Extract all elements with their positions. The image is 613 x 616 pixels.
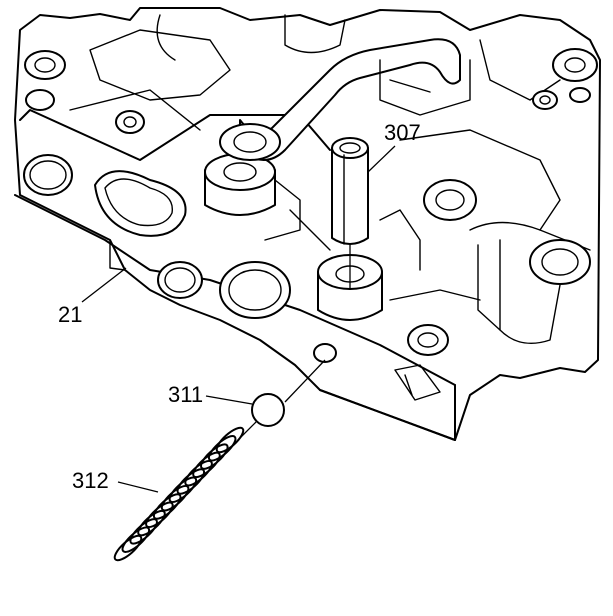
spring-coil xyxy=(113,534,143,562)
sleeve-pin xyxy=(331,137,369,290)
spring-coil xyxy=(176,468,206,495)
callout-label-307: 307 xyxy=(384,120,421,145)
spring-coil xyxy=(121,526,151,553)
check-ball xyxy=(237,359,326,441)
spring-coil xyxy=(207,435,237,462)
spring-coil xyxy=(129,518,158,545)
valve-body xyxy=(14,7,601,441)
spring-coil xyxy=(137,509,166,537)
callout-312: 312 xyxy=(72,468,159,493)
callout-311: 311 xyxy=(168,382,253,407)
spring-coil xyxy=(200,443,229,470)
spring-coil xyxy=(215,426,245,454)
spring-coil xyxy=(184,459,213,487)
callout-307: 307 xyxy=(367,120,421,173)
callout-label-311: 311 xyxy=(168,382,203,407)
spring-coil xyxy=(192,451,221,479)
callout-label-21: 21 xyxy=(58,302,82,327)
spring xyxy=(113,426,245,562)
spring-coil xyxy=(168,476,198,504)
spring-coil xyxy=(152,493,182,520)
callout-21: 21 xyxy=(58,267,127,327)
spring-coil xyxy=(145,501,174,529)
spring-coil xyxy=(160,484,190,512)
callout-label-312: 312 xyxy=(72,468,109,493)
